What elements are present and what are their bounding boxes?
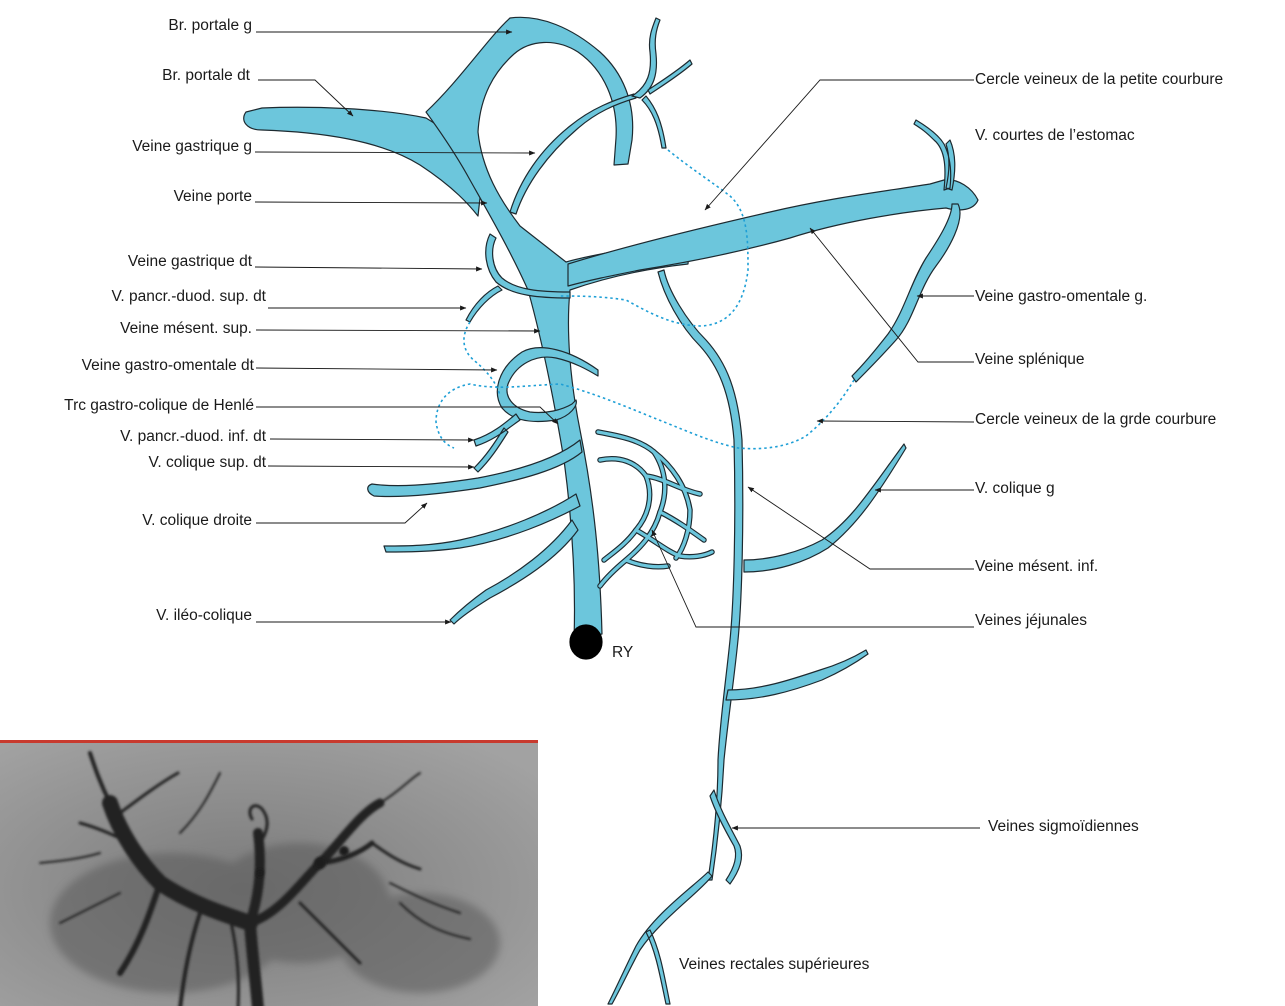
label-veine-gastrique-g: Veine gastrique g — [132, 138, 252, 155]
jejunal-arcades-fill — [598, 432, 712, 586]
label-cercle-petite-courbure: Cercle veineux de la petite courbure — [975, 71, 1223, 88]
label-cercle-grde-courbure: Cercle veineux de la grde courbure — [975, 411, 1216, 428]
lesser-curve-vessels-shape — [632, 18, 692, 148]
label-veine-gastro-omentale-g: Veine gastro-omentale g. — [975, 288, 1147, 305]
root-marker — [570, 625, 602, 659]
label-br-portale-g: Br. portale g — [168, 17, 252, 34]
angiogram-image — [0, 740, 538, 1006]
short-gastric-veins-shape — [914, 120, 955, 190]
label-v-pancr-duod-inf-dt: V. pancr.-duod. inf. dt — [120, 428, 267, 445]
splenic-vein-shape — [568, 180, 978, 286]
label-veine-gastrique-dt: Veine gastrique dt — [128, 253, 253, 270]
label-v-colique-droite: V. colique droite — [142, 512, 252, 529]
label-veines-sigmoidiennes: Veines sigmoïdiennes — [988, 818, 1139, 835]
left-labels: Br. portale g Br. portale dt Veine gastr… — [64, 17, 267, 624]
label-v-ileo-colique: V. iléo-colique — [156, 607, 252, 624]
sup-pancreaticoduodenal-shape — [466, 286, 502, 322]
sigmoid-vein-shape — [726, 650, 868, 700]
label-v-colique-sup-dt: V. colique sup. dt — [149, 454, 267, 471]
inferior-mesenteric-shape — [658, 270, 743, 880]
label-v-colique-g: V. colique g — [975, 480, 1055, 497]
label-veine-splenique: Veine splénique — [975, 351, 1084, 368]
label-trc-gastro-colique: Trc gastro-colique de Henlé — [64, 397, 254, 414]
label-v-courtes-estomac: V. courtes de l’estomac — [975, 127, 1135, 144]
inf-pancreaticoduodenal-shape — [474, 414, 520, 472]
label-root-marker: RY — [612, 644, 633, 661]
middle-colic-shape — [384, 494, 580, 552]
left-colic-shape — [744, 444, 906, 572]
label-veine-porte: Veine porte — [174, 188, 252, 205]
ileocolic-shape — [450, 520, 578, 624]
label-v-pancr-duod-sup-dt: V. pancr.-duod. sup. dt — [111, 288, 266, 305]
label-veines-jejunales: Veines jéjunales — [975, 612, 1087, 629]
label-veine-gastro-omentale-dt: Veine gastro-omentale dt — [82, 357, 255, 374]
angiogram-rendering — [0, 743, 538, 1006]
superior-rectal-veins-shape — [608, 872, 712, 1004]
label-veine-mesent-inf: Veine mésent. inf. — [975, 558, 1098, 575]
label-veines-rectales-sup: Veines rectales supérieures — [679, 956, 870, 973]
label-br-portale-dt: Br. portale dt — [162, 67, 251, 84]
label-veine-mesent-sup: Veine mésent. sup. — [120, 320, 252, 337]
left-gastro-omental-shape — [852, 204, 960, 382]
